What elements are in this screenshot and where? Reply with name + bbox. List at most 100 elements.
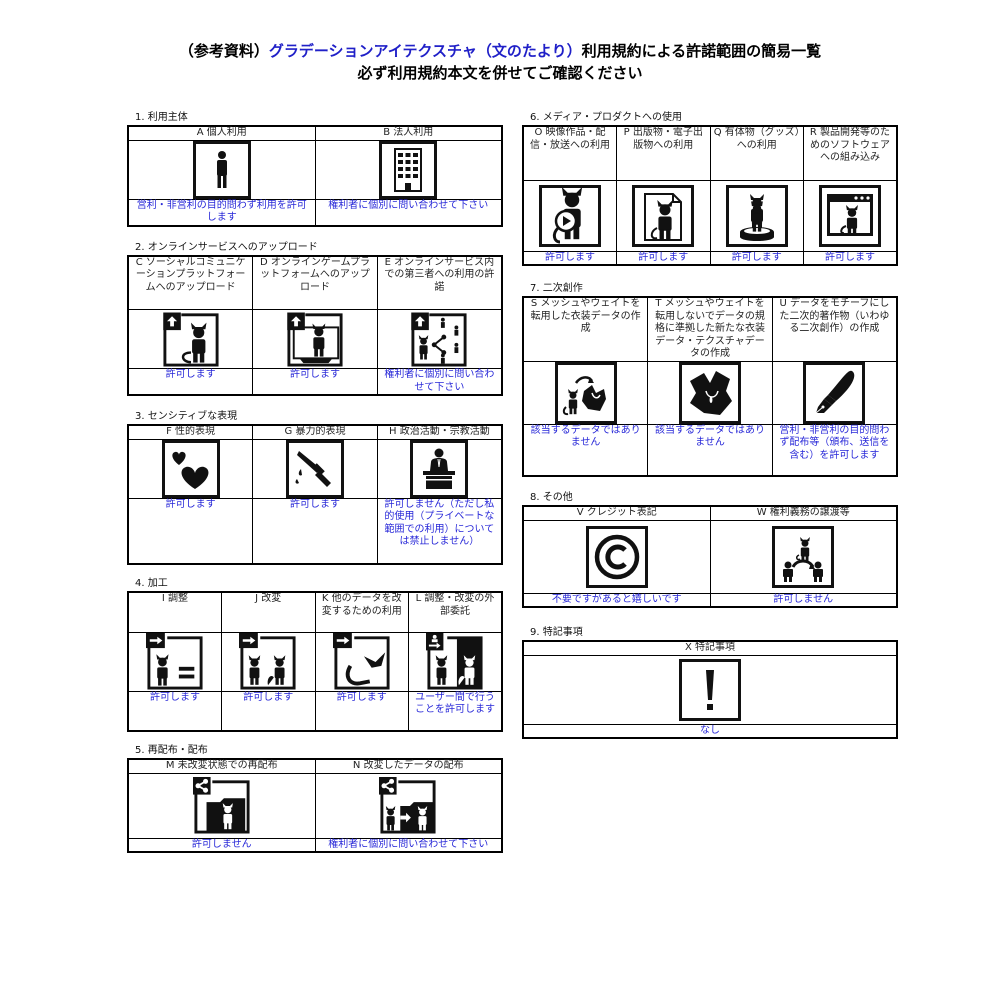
item-result-h: 許可しません（ただし私的使用（プライベートな範囲での利用）については禁止しません…: [376, 497, 503, 565]
item-result-i: 許可します: [127, 690, 222, 732]
copyright-icon: [585, 525, 648, 588]
item-result-o: 許可します: [522, 250, 617, 266]
item-header-x: X 特記事項: [522, 640, 898, 656]
costume-icon: [678, 361, 741, 424]
item-result-m: 許可しません: [127, 837, 316, 853]
item-header-k: K 他のデータを改変するための利用: [314, 591, 409, 633]
item-header-b: B 法人利用: [314, 125, 503, 141]
person-icon: [192, 140, 251, 199]
item-header-r: R 製品開発等のためのソフトウェアへの組み込み: [803, 125, 898, 181]
section-label: 5. 再配布・配布: [135, 745, 208, 756]
title-line-1: （参考資料）グラデーションアイテクスチャ（文のたより）利用規約による許諾範囲の簡…: [0, 40, 1000, 62]
exclamation-icon: [679, 658, 741, 721]
pen-nib-icon: [803, 361, 866, 424]
item-result-p: 許可します: [616, 250, 711, 266]
section-special-notes: 9. 特記事項 X 特記事項 なし: [522, 626, 898, 739]
item-result-d: 許可します: [252, 368, 378, 396]
knife-icon: [285, 439, 344, 498]
item-result-r: 許可します: [803, 250, 898, 266]
item-header-s: S メッシュやウェイトを転用した衣装データの作成: [522, 296, 649, 362]
modify-icon: [239, 632, 298, 691]
item-header-p: P 出版物・電子出版物への利用: [616, 125, 711, 181]
software-window-icon: [819, 184, 881, 247]
item-result-j: 許可します: [221, 690, 316, 732]
redistribute-icon: [192, 776, 251, 835]
section-table: O 映像作品・配信・放送への利用 P 出版物・電子出版物への利用 Q 有体物（グ…: [522, 125, 898, 266]
section-usage-subject: 1. 利用主体 A 個人利用 B 法人利用 営利・非営利の目的問わず利用を許可し…: [127, 111, 503, 227]
item-result-v: 不要ですがあると嬉しいです: [522, 592, 711, 608]
title-line-2: 必ず利用規約本文を併せてご確認ください: [357, 64, 643, 82]
transfer-rights-icon: [772, 525, 835, 588]
section-label: 4. 加工: [135, 578, 168, 589]
title-suffix: 利用規約による許諾範囲の簡易一覧: [581, 42, 822, 60]
outsource-icon: [426, 632, 484, 691]
item-header-c: C ソーシャルコミュニケーションプラットフォームへのアップロード: [127, 255, 254, 310]
section-media-products: 6. メディア・プロダクトへの使用 O 映像作品・配信・放送への利用 P 出版物…: [522, 111, 898, 266]
section-label: 9. 特記事項: [530, 627, 583, 638]
title-prefix: （参考資料）: [178, 42, 269, 60]
podium-icon: [410, 439, 469, 498]
item-result-b: 権利者に個別に問い合わせて下さい: [314, 198, 503, 226]
item-header-m: M 未改変状態での再配布: [127, 758, 316, 774]
item-result-k: 許可します: [314, 690, 409, 732]
section-table: S メッシュやウェイトを転用した衣装データの作成 T メッシュやウェイトを転用し…: [522, 296, 898, 477]
section-table: C ソーシャルコミュニケーションプラットフォームへのアップロード D オンライン…: [127, 254, 503, 396]
section-table: F 性的表現 G 暴力的表現 H 政治活動・宗教活動 許可します 許可します 許…: [127, 424, 503, 565]
item-result-s: 該当するデータではありません: [522, 423, 649, 477]
upload-avatar-icon: [161, 310, 220, 368]
section-sensitive-expression: 3. センシティブな表現 F 性的表現 G 暴力的表現 H 政治活動・宗教活動 …: [127, 410, 503, 565]
section-online-upload: 2. オンラインサービスへのアップロード C ソーシャルコミュニケーションプラッ…: [127, 241, 503, 396]
item-header-j: J 改変: [221, 591, 316, 633]
item-header-o: O 映像作品・配信・放送への利用: [522, 125, 617, 181]
item-result-g: 許可します: [252, 497, 378, 565]
item-result-f: 許可します: [127, 497, 254, 565]
item-result-w: 許可しません: [709, 592, 898, 608]
section-label: 7. 二次創作: [530, 283, 583, 294]
right-column: 6. メディア・プロダクトへの使用 O 映像作品・配信・放送への利用 P 出版物…: [522, 111, 898, 739]
item-header-d: D オンラインゲームプラットフォームへのアップロード: [252, 255, 378, 310]
section-table: I 調整 J 改変 K 他のデータを改変するための利用 L 調整・改変の外部委託…: [127, 591, 503, 732]
item-result-c: 許可します: [127, 368, 254, 396]
left-column: 1. 利用主体 A 個人利用 B 法人利用 営利・非営利の目的問わず利用を許可し…: [127, 111, 503, 853]
building-icon: [379, 140, 438, 199]
upload-game-icon: [285, 310, 344, 368]
section-label: 6. メディア・プロダクトへの使用: [530, 112, 683, 123]
item-header-l: L 調整・改変の外部委託: [408, 591, 503, 633]
item-result-n: 権利者に個別に問い合わせて下さい: [314, 837, 503, 853]
document-title: （参考資料）グラデーションアイテクスチャ（文のたより）利用規約による許諾範囲の簡…: [0, 40, 1000, 84]
section-label: 1. 利用主体: [135, 112, 188, 123]
section-label: 8. その他: [530, 492, 573, 503]
item-header-e: E オンラインサービス内での第三者への利用の許諾: [376, 255, 503, 310]
item-header-i: I 調整: [127, 591, 222, 633]
section-label: 2. オンラインサービスへのアップロード: [135, 241, 318, 253]
section-label: 3. センシティブな表現: [135, 411, 238, 422]
title-product-name: グラデーションアイテクスチャ（文のたより）: [268, 42, 582, 60]
item-result-t: 該当するデータではありません: [647, 423, 773, 477]
item-result-x: なし: [522, 723, 898, 739]
item-header-w: W 権利義務の譲渡等: [709, 505, 898, 521]
item-header-t: T メッシュやウェイトを転用しないでデータの規格に準拠した新たな衣装データ・テク…: [647, 296, 773, 362]
distribute-modified-icon: [379, 776, 438, 835]
item-header-g: G 暴力的表現: [252, 424, 378, 440]
item-result-e: 権利者に個別に問い合わせて下さい: [376, 368, 503, 396]
figure-icon: [725, 184, 788, 247]
costume-transfer-icon: [554, 361, 617, 424]
item-header-v: V クレジット表記: [522, 505, 711, 521]
section-table: X 特記事項 なし: [522, 640, 898, 739]
section-table: M 未改変状態での再配布 N 改変したデータの配布 許可しません 権利者に個別に…: [127, 758, 503, 853]
item-header-a: A 個人利用: [127, 125, 316, 141]
section-redistribution: 5. 再配布・配布 M 未改変状態での再配布 N 改変したデータの配布 許可しま…: [127, 744, 503, 853]
section-processing: 4. 加工 I 調整 J 改変 K 他のデータを改変するための利用 L 調整・改…: [127, 577, 503, 732]
parts-icon: [332, 632, 391, 691]
item-result-l: ユーザー間で行うことを許可します: [408, 690, 503, 732]
upload-share-icon: [410, 310, 469, 368]
adjust-icon: [146, 632, 204, 691]
item-header-f: F 性的表現: [127, 424, 254, 440]
section-other: 8. その他 V クレジット表記 W 権利義務の譲渡等 不要ですがあると嬉しいで…: [522, 491, 898, 608]
section-derivative-works: 7. 二次創作 S メッシュやウェイトを転用した衣装データの作成 T メッシュや…: [522, 282, 898, 477]
video-play-icon: [539, 184, 601, 247]
hearts-icon: [161, 439, 220, 498]
document-icon: [632, 184, 695, 247]
item-result-a: 営利・非営利の目的問わず利用を許可します: [127, 198, 316, 226]
item-result-q: 許可します: [709, 250, 804, 266]
